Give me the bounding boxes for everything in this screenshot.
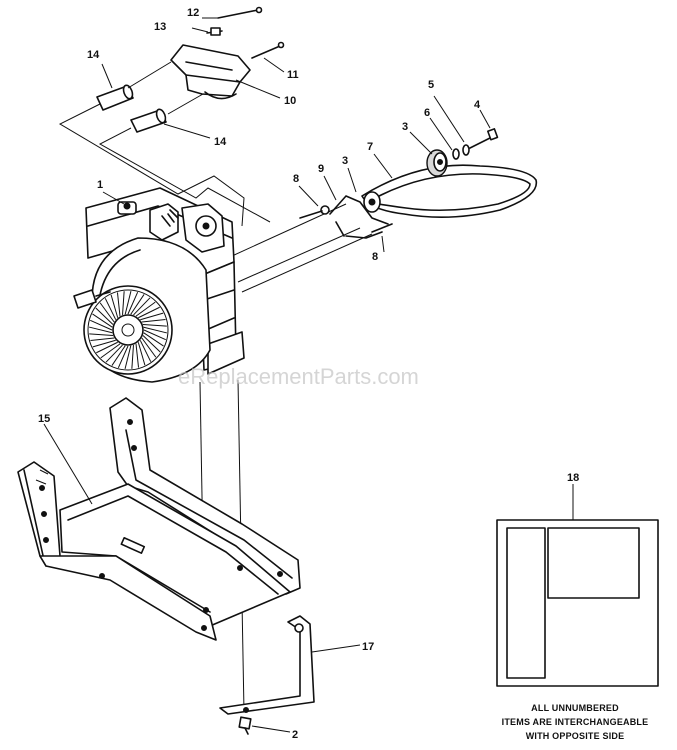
decal-sheet bbox=[496, 519, 659, 687]
engine bbox=[73, 187, 245, 383]
leader-lines bbox=[43, 17, 574, 733]
fan-fin bbox=[143, 329, 166, 341]
note-line-3: WITH OPPOSITE SIDE bbox=[526, 731, 625, 741]
fan-fin bbox=[96, 341, 118, 354]
callout-1: 1 bbox=[97, 179, 103, 191]
fan-fin bbox=[90, 319, 113, 331]
fan-fin bbox=[130, 294, 145, 315]
fan-fin bbox=[89, 333, 113, 336]
fan-fin bbox=[111, 345, 126, 366]
callout-4: 4 bbox=[474, 99, 481, 111]
fan-fin bbox=[117, 345, 129, 368]
fan-fin bbox=[141, 318, 166, 323]
fan-fin bbox=[124, 290, 132, 315]
watermark-text: eReplacementParts.com bbox=[178, 364, 419, 389]
callout-6: 6 bbox=[424, 107, 430, 119]
fan-fin bbox=[138, 306, 160, 319]
fan-fin bbox=[116, 292, 121, 317]
fan-fin bbox=[100, 343, 121, 359]
fan-fin bbox=[92, 339, 116, 348]
fan-fin bbox=[137, 342, 146, 366]
mounting-plate bbox=[17, 397, 301, 641]
fan-fin bbox=[135, 343, 140, 368]
callout-17: 17 bbox=[362, 641, 374, 653]
callout-11: 11 bbox=[287, 69, 299, 81]
fan-fin bbox=[105, 344, 123, 363]
callout-8-left: 8 bbox=[293, 173, 299, 185]
fan-fin bbox=[142, 335, 161, 353]
fan-fin bbox=[135, 301, 156, 317]
callout-13: 13 bbox=[154, 21, 166, 33]
spacer-tubes bbox=[96, 84, 167, 133]
interchangeable-note: ALL UNNUMBERED ITEMS ARE INTERCHANGEABLE… bbox=[502, 703, 649, 741]
callout-10: 10 bbox=[284, 95, 296, 107]
support-bracket bbox=[219, 615, 315, 735]
drive-belt-pulley-assembly bbox=[299, 128, 538, 239]
callout-numbers: 12 13 14 11 10 14 1 8 9 3 7 3 6 5 4 8 15… bbox=[38, 7, 579, 741]
fan-fin bbox=[143, 326, 168, 334]
fan-fin bbox=[92, 313, 113, 328]
fan-fin bbox=[124, 345, 132, 370]
callout-18: 18 bbox=[567, 472, 579, 484]
callout-2: 2 bbox=[292, 729, 298, 741]
note-line-1: ALL UNNUMBERED bbox=[531, 703, 619, 713]
fan-fin bbox=[90, 337, 115, 342]
callout-3-upper: 3 bbox=[402, 121, 408, 133]
engine-mount-bracket bbox=[170, 6, 285, 100]
callout-8-right: 8 bbox=[372, 251, 378, 263]
fan-fin bbox=[99, 302, 115, 323]
fan-screen-fins bbox=[88, 290, 168, 370]
fan-fin bbox=[127, 292, 139, 315]
callout-7: 7 bbox=[367, 141, 373, 153]
fan-fin bbox=[110, 294, 119, 318]
fan-fin bbox=[133, 297, 151, 316]
callout-14-lower: 14 bbox=[214, 136, 227, 148]
fan-fin bbox=[140, 312, 164, 321]
fan-fin bbox=[88, 326, 113, 334]
fan-fin bbox=[141, 337, 157, 358]
fan-fin bbox=[143, 332, 164, 347]
callout-5: 5 bbox=[428, 79, 434, 91]
callout-15: 15 bbox=[38, 413, 50, 425]
callout-14-upper: 14 bbox=[87, 49, 100, 61]
fan-fin bbox=[131, 345, 134, 369]
callout-9: 9 bbox=[318, 163, 324, 175]
note-line-2: ITEMS ARE INTERCHANGEABLE bbox=[502, 717, 649, 727]
fan-fin bbox=[139, 340, 152, 362]
fan-fin bbox=[95, 307, 114, 325]
callout-12: 12 bbox=[187, 7, 199, 19]
fan-fin bbox=[122, 291, 125, 315]
callout-3-lower: 3 bbox=[342, 155, 348, 167]
fan-fin bbox=[143, 324, 167, 327]
fan-fin bbox=[104, 298, 117, 320]
